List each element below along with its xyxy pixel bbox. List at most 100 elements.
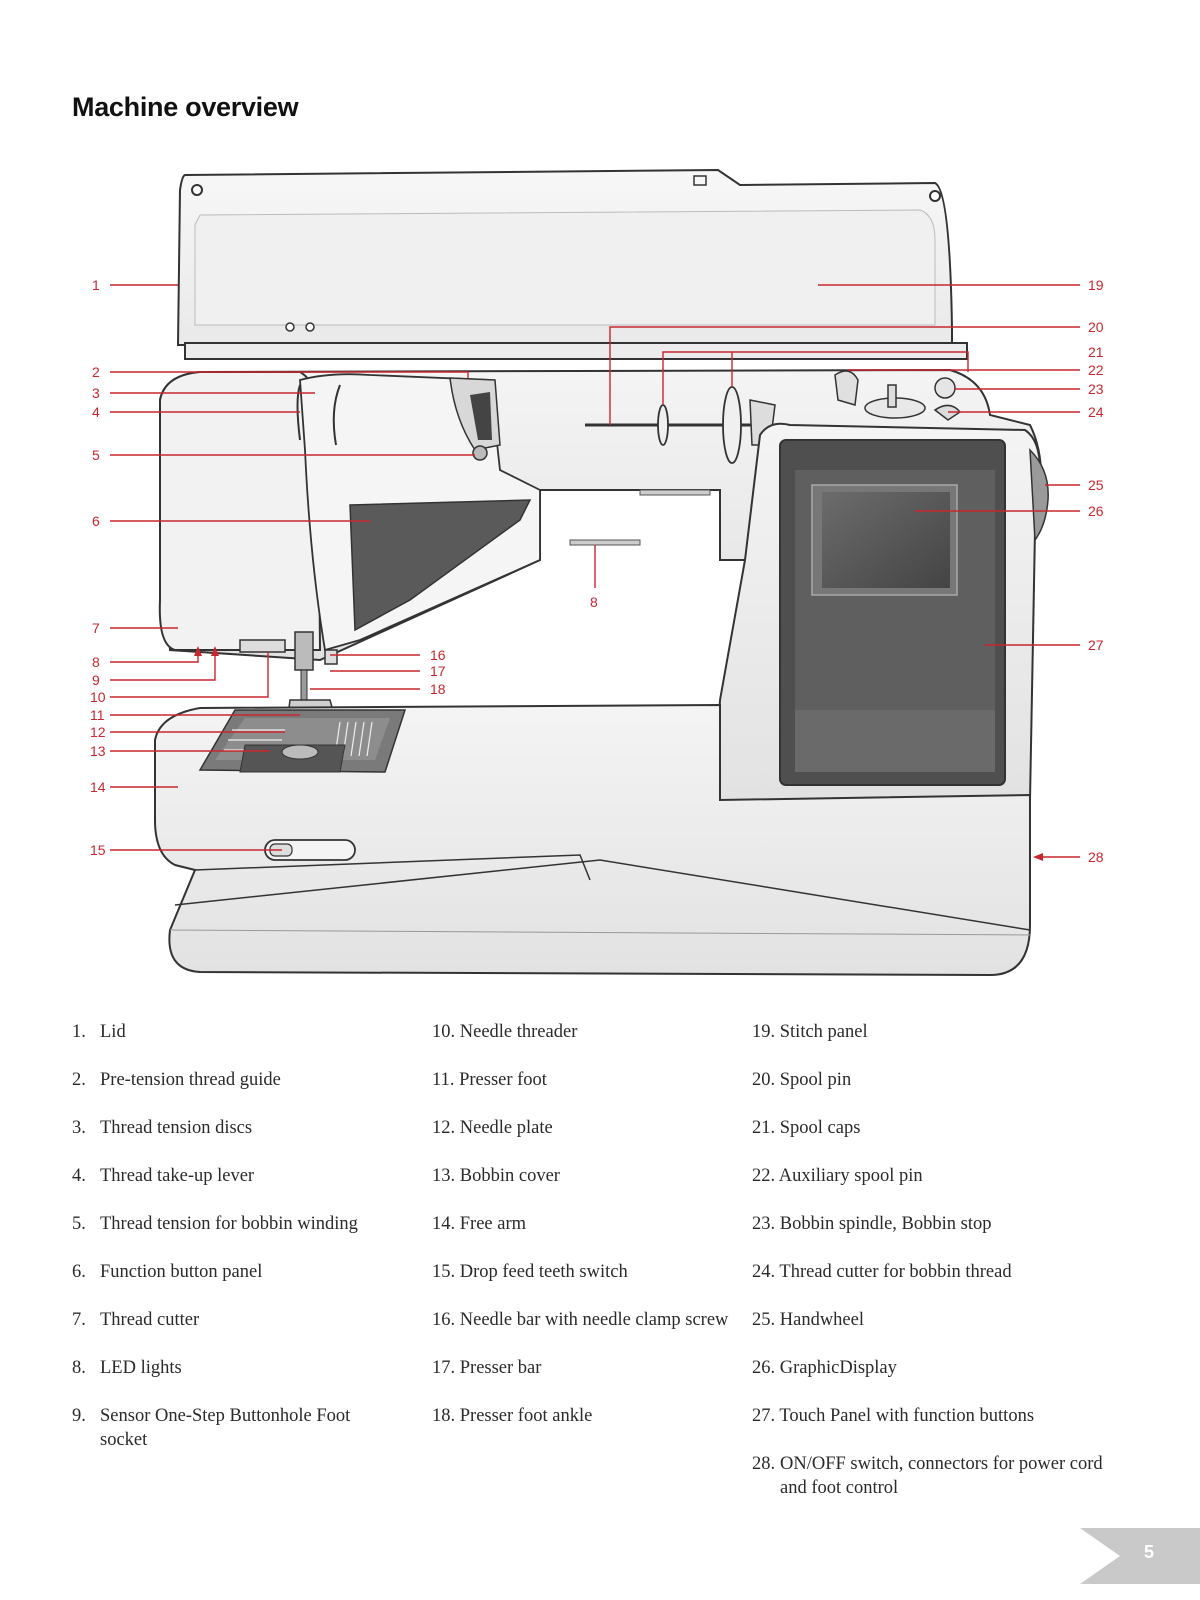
part-item: 21. Spool caps: [752, 1116, 1112, 1140]
part-item: 11. Presser foot: [432, 1068, 752, 1092]
part-number: 6.: [72, 1262, 86, 1282]
part-number: 22.: [752, 1166, 776, 1186]
callout-7: 7: [92, 620, 100, 636]
part-item: 7. Thread cutter: [72, 1308, 392, 1332]
part-label: Touch Panel with function buttons: [779, 1406, 1035, 1426]
part-number: 18.: [432, 1406, 456, 1426]
callout-18: 18: [430, 681, 446, 697]
part-label: LED lights: [100, 1358, 182, 1378]
part-label: Pre-tension thread guide: [100, 1070, 281, 1090]
part-number: 27.: [752, 1406, 776, 1426]
callout-1: 1: [92, 277, 100, 293]
part-label: Drop feed teeth switch: [459, 1262, 628, 1282]
callout-15: 15: [90, 842, 106, 858]
part-item: 8. LED lights: [72, 1356, 392, 1380]
part-item: 24. Thread cutter for bobbin thread: [752, 1260, 1112, 1284]
part-number: 8.: [72, 1358, 86, 1378]
part-item: 9. Sensor One-Step Buttonhole Foot socket: [72, 1404, 392, 1452]
callout-21: 21: [1088, 344, 1104, 360]
callout-25: 25: [1088, 477, 1104, 493]
part-number: 17.: [432, 1358, 456, 1378]
callout-6: 6: [92, 513, 100, 529]
part-number: 25.: [752, 1310, 776, 1330]
part-label: Spool pin: [779, 1070, 852, 1090]
part-item: 18. Presser foot ankle: [432, 1404, 752, 1428]
part-item: 10. Needle threader: [432, 1020, 752, 1044]
callout-4: 4: [92, 404, 100, 420]
page-number-tab: [1080, 1528, 1200, 1584]
part-item: 17. Presser bar: [432, 1356, 752, 1380]
part-label: ON/OFF switch, connectors for power cord…: [780, 1454, 1103, 1498]
part-number: 28.: [752, 1454, 776, 1474]
callout-9: 9: [92, 672, 100, 688]
parts-list-column-3: 19. Stitch panel 20. Spool pin 21. Spool…: [752, 1020, 1112, 1524]
callout-11: 11: [90, 707, 105, 723]
part-label: Thread take-up lever: [100, 1166, 255, 1186]
part-number: 19.: [752, 1022, 776, 1042]
part-number: 9.: [72, 1406, 86, 1426]
part-label: Presser foot: [459, 1070, 547, 1090]
part-number: 12.: [432, 1118, 456, 1138]
part-item: 16. Needle bar with needle clamp screw: [432, 1308, 752, 1332]
part-number: 7.: [72, 1310, 86, 1330]
part-label: Auxiliary spool pin: [778, 1166, 923, 1186]
part-label: Lid: [100, 1022, 126, 1042]
callout-13: 13: [90, 743, 106, 759]
part-label: Needle bar with needle clamp screw: [459, 1310, 729, 1330]
part-number: 3.: [72, 1118, 86, 1138]
callout-20: 20: [1088, 319, 1104, 335]
callout-8: 8: [92, 654, 100, 670]
page-number: 5: [1143, 1542, 1154, 1562]
callout-5: 5: [92, 447, 100, 463]
callout-3: 3: [92, 385, 100, 401]
part-number: 10.: [432, 1022, 456, 1042]
callout-10: 10: [90, 689, 106, 705]
part-label: Free arm: [459, 1214, 527, 1234]
part-number: 23.: [752, 1214, 776, 1234]
part-item: 12. Needle plate: [432, 1116, 752, 1140]
part-number: 15.: [432, 1262, 456, 1282]
part-label: Bobbin cover: [459, 1166, 560, 1186]
callout-12: 12: [90, 724, 106, 740]
part-item: 19. Stitch panel: [752, 1020, 1112, 1044]
part-number: 13.: [432, 1166, 456, 1186]
part-label: Sensor One-Step Buttonhole Foot socket: [100, 1406, 351, 1450]
part-label: Bobbin spindle, Bobbin stop: [779, 1214, 992, 1234]
part-label: Function button panel: [100, 1262, 263, 1282]
part-label: Needle plate: [459, 1118, 553, 1138]
callout-22: 22: [1088, 362, 1104, 378]
part-label: Presser foot ankle: [459, 1406, 593, 1426]
part-number: 26.: [752, 1358, 776, 1378]
part-label: Thread cutter: [100, 1310, 200, 1330]
part-number: 11.: [432, 1070, 455, 1090]
parts-list-column-1: 1.Lid 2.Pre-tension thread guide 3.Threa…: [72, 1020, 392, 1476]
callout-17: 17: [430, 663, 446, 679]
part-number: 5.: [72, 1214, 86, 1234]
parts-list-column-2: 10. Needle threader 11. Presser foot 12.…: [432, 1020, 752, 1452]
callout-8-led: 8: [590, 594, 598, 610]
handwheel: [1029, 448, 1049, 543]
part-item: 6. Function button panel: [72, 1260, 392, 1284]
part-number: 2.: [72, 1070, 86, 1090]
part-item: 27. Touch Panel with function buttons: [752, 1404, 1112, 1428]
part-item: 23. Bobbin spindle, Bobbin stop: [752, 1212, 1112, 1236]
part-label: Thread tension discs: [100, 1118, 253, 1138]
page-title: Machine overview: [72, 92, 299, 122]
part-label: Handwheel: [779, 1310, 864, 1330]
part-number: 21.: [752, 1118, 776, 1138]
part-number: 14.: [432, 1214, 456, 1234]
callout-2: 2: [92, 364, 100, 380]
part-item: 13. Bobbin cover: [432, 1164, 752, 1188]
part-item: 26. GraphicDisplay: [752, 1356, 1112, 1380]
part-number: 20.: [752, 1070, 776, 1090]
part-item: 3. Thread tension discs: [72, 1116, 392, 1140]
callout-26: 26: [1088, 503, 1104, 519]
callout-24: 24: [1088, 404, 1104, 420]
part-item: 14. Free arm: [432, 1212, 752, 1236]
function-button-panel: [349, 499, 532, 632]
part-item: 2. Pre-tension thread guide: [72, 1068, 392, 1092]
part-label: GraphicDisplay: [779, 1358, 897, 1378]
part-item: 20. Spool pin: [752, 1068, 1112, 1092]
part-number: 16.: [432, 1310, 456, 1330]
part-label: Spool caps: [779, 1118, 861, 1138]
